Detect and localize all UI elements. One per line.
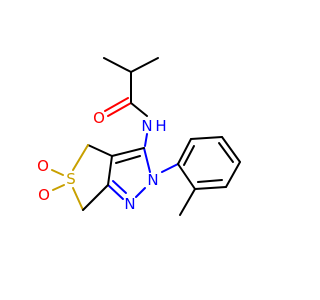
atom-amide-nitrogen: N [141,117,152,135]
bond-aryl-methyl [179,188,196,216]
atom-sulfonyl-oxygen-1: O [37,157,49,175]
bond-methyl-a [103,57,132,73]
bond-c6-c6a [82,184,109,211]
bond-c3a-c3-double-2 [115,155,141,164]
structure-diagram: O N H S O O N N [37,57,241,216]
bond-n2-aryl [161,163,179,173]
molecule-canvas: O N H S O O N N [37,57,241,216]
bond-ar-1-2 [177,163,196,190]
atom-pyrazole-n1: N [124,195,135,213]
bond-n-c3 [144,133,148,147]
bond-s-o2 [52,184,65,191]
bond-c3-n2 [143,147,151,173]
atom-carbonyl-oxygen: O [93,109,105,127]
atom-sulfonyl-oxygen-2: O [38,186,50,204]
bond-n2-n1 [135,187,146,198]
bond-ar-5-6 [190,136,223,140]
bond-ar-inner-3 [183,145,195,166]
bond-c3a-c4 [87,144,113,157]
bond-carbonyl-double-2 [104,97,129,112]
bond-ar-inner-2 [218,142,234,163]
bond-ar-inner-1 [197,179,223,183]
bond-carbonyl-double-1 [107,102,132,117]
bond-s-c6 [72,187,84,211]
bond-c6a-c3a [107,155,113,186]
atom-sulfur: S [66,170,76,188]
bond-ar-3-4 [225,161,241,188]
bond-ar-6-1 [177,138,192,165]
bond-c3a-c3-double-1 [111,147,145,157]
bond-methyl-b [130,57,159,73]
bond-ar-4-5 [221,136,241,163]
bond-n1-c6a-double-1 [107,184,124,200]
bond-n1-c6a-double-2 [112,180,127,194]
atom-amide-hydrogen: H [155,117,166,135]
bond-c4-s [72,144,89,171]
atom-pyrazole-n2: N [147,171,158,189]
bond-carbonyl-n [130,102,148,117]
bond-s-o1 [51,169,64,176]
bond-ar-2-3 [194,186,227,190]
